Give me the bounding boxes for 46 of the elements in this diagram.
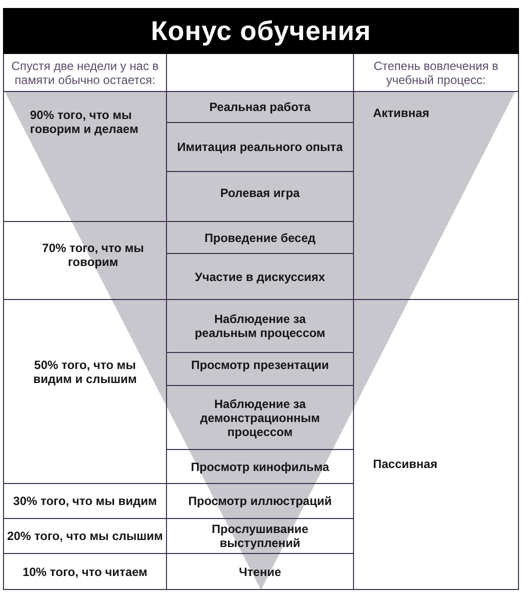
method-label: Просмотр презентации <box>191 358 329 372</box>
table-cell <box>3 554 167 590</box>
table-cell <box>167 554 354 590</box>
retention-label: 10% того, что читаем <box>22 564 148 578</box>
column-header: Степень вовлечения в учебный процесс: <box>372 58 500 86</box>
method-label: Просмотр иллюстраций <box>188 494 332 508</box>
table-cell <box>3 92 167 222</box>
table-cell <box>354 92 519 300</box>
table-cell <box>167 450 354 484</box>
method-label: Реальная работа <box>209 100 311 114</box>
method-label: Ролевая игра <box>220 186 300 200</box>
table-cell <box>167 54 354 92</box>
table-cell <box>167 519 354 554</box>
retention-label: 70% того, что мы говорим <box>41 241 145 269</box>
method-label: Наблюдение за демонстрационным процессом <box>199 396 321 438</box>
retention-label: 90% того, что мы говорим и делаем <box>30 108 140 136</box>
table-cell <box>167 353 354 386</box>
table-cell <box>354 300 519 590</box>
table-cell <box>167 172 354 222</box>
involvement-label: Пассивная <box>373 457 438 471</box>
column-header: Спустя две недели у нас в памяти обычно остается: <box>10 58 160 86</box>
table-cell <box>3 300 167 484</box>
table-cell <box>167 300 354 353</box>
table-cell <box>3 222 167 300</box>
method-label: Чтение <box>238 564 282 578</box>
retention-label: 20% того, что мы слышим <box>7 529 163 543</box>
table-cell <box>167 222 354 254</box>
table-cell <box>167 386 354 450</box>
table-cell <box>3 54 167 92</box>
table-cell <box>167 92 354 123</box>
method-label: Участие в дискуссиях <box>194 270 326 284</box>
table-cell <box>167 254 354 300</box>
diagram-title: Конус обучения <box>150 18 372 44</box>
involvement-label: Активная <box>373 106 430 120</box>
method-label: Наблюдение за реальным процессом <box>194 312 326 340</box>
retention-label: 30% того, что мы видим <box>13 494 157 508</box>
table-cell <box>3 484 167 519</box>
table-cell <box>167 123 354 172</box>
table-cell <box>3 519 167 554</box>
retention-label: 50% того, что мы видим и слышим <box>32 358 138 386</box>
method-label: Имитация реального опыта <box>177 140 343 154</box>
method-label: Прослушивание выступлений <box>210 522 310 550</box>
table-cell <box>354 54 519 92</box>
method-label: Проведение бесед <box>204 230 316 244</box>
method-label: Просмотр кинофильма <box>190 460 330 474</box>
table-cell <box>167 484 354 519</box>
